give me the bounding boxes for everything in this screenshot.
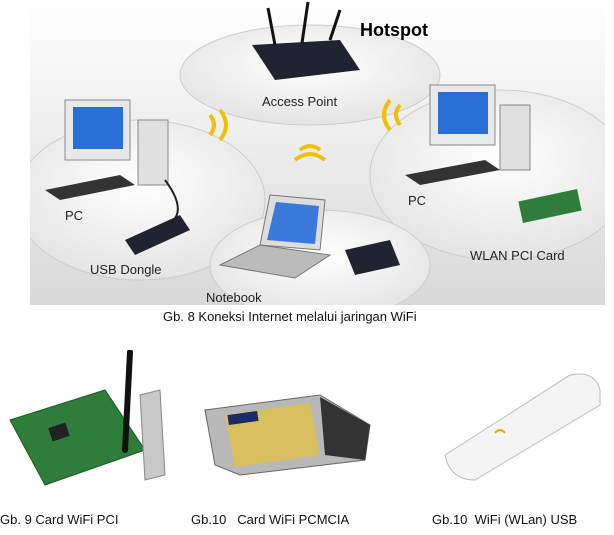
figure-10-usb-caption: Gb.10 WiFi (WLan) USB xyxy=(432,512,578,527)
hotspot-title: Hotspot xyxy=(360,20,428,40)
wifi-signal-icon xyxy=(208,98,402,162)
pc-right-icon xyxy=(405,84,582,223)
pc-left-icon xyxy=(45,99,190,255)
pc-right-label: PC xyxy=(408,193,427,208)
usb-dongle-label: USB Dongle xyxy=(90,262,162,277)
diagram-illustration xyxy=(14,0,614,321)
pc-left-label: PC xyxy=(65,208,84,223)
notebook-label: Notebook xyxy=(206,290,262,305)
pcmcia-wifi-card-image xyxy=(204,394,371,476)
access-point-label: Access Point xyxy=(262,94,338,109)
figure-10-pcmcia-caption: Gb.10 Card WiFi PCMCIA xyxy=(191,512,350,527)
usb-wifi-adapter-image xyxy=(444,373,601,481)
wlan-pci-card-label: WLAN PCI Card xyxy=(470,248,565,263)
access-point-icon xyxy=(252,1,360,80)
figure-8-caption: Gb. 8 Koneksi Internet melalui jaringan … xyxy=(163,309,417,324)
figure-9-caption: Gb. 9 Card WiFi PCI xyxy=(0,512,119,527)
wifi-network-diagram: Hotspot Access Point PC USB Dongle PC WL… xyxy=(14,0,614,321)
pci-wifi-card-image xyxy=(9,350,166,486)
notebook-icon xyxy=(218,194,400,279)
